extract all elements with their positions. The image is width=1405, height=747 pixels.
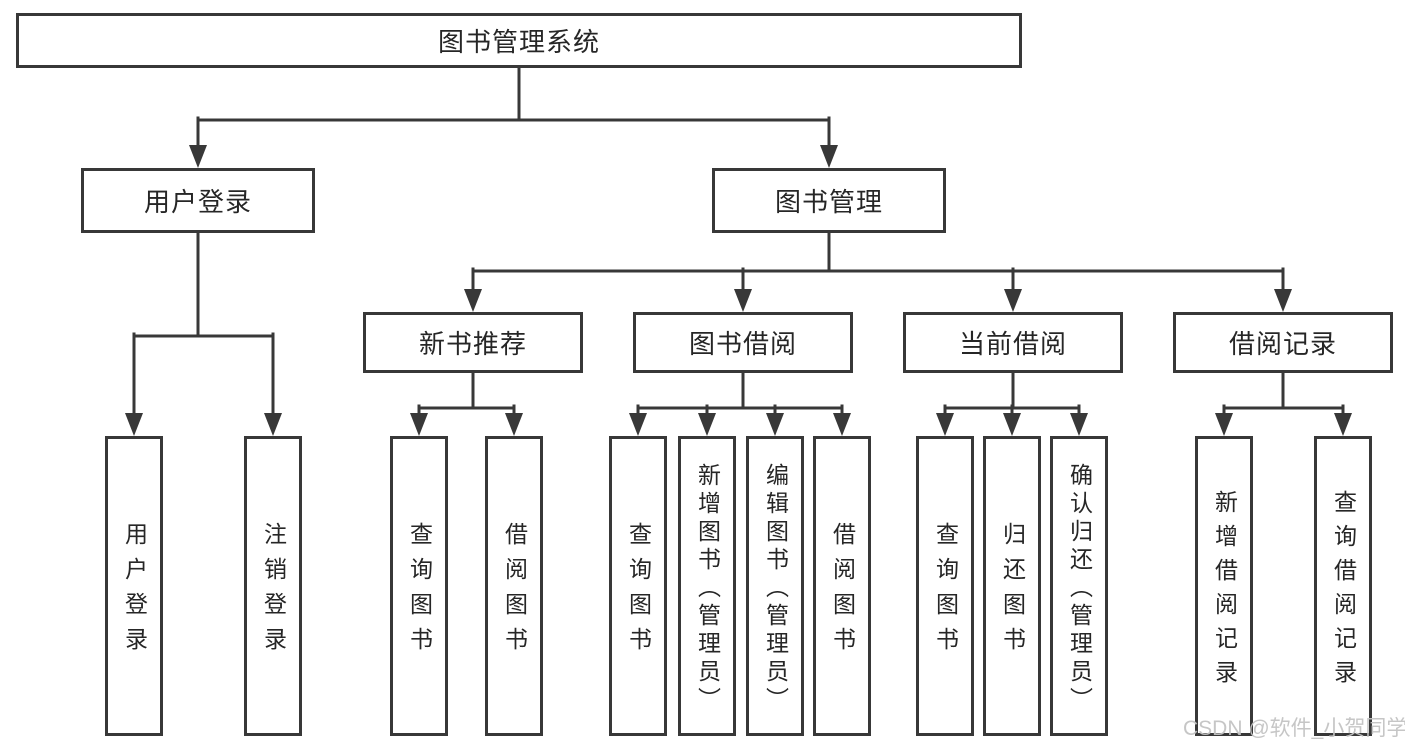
node-label: 图书管理 bbox=[774, 187, 883, 217]
leaf-user-login: 用户登录 bbox=[105, 436, 163, 736]
leaf-logout: 注销登录 bbox=[244, 436, 302, 736]
node-label: 归还图书 bbox=[999, 522, 1026, 662]
node-label: 借阅记录 bbox=[1228, 329, 1337, 359]
node-label: 查询图书 bbox=[625, 522, 652, 662]
leaf-borrow-borrow-books: 借阅图书 bbox=[813, 436, 871, 736]
leaf-records-query-record: 查询借阅记录 bbox=[1314, 436, 1372, 736]
leaf-newbook-borrow-books: 借阅图书 bbox=[485, 436, 543, 736]
node-borrow-records: 借阅记录 bbox=[1173, 312, 1393, 373]
node-label: 借阅图书 bbox=[829, 522, 856, 662]
leaf-current-confirm-return-admin: 确认归还（管理员） bbox=[1050, 436, 1108, 736]
node-book-borrowing: 图书借阅 bbox=[633, 312, 853, 373]
node-label: 用户登录 bbox=[143, 187, 252, 217]
node-label: 新书推荐 bbox=[418, 329, 527, 359]
node-library-management-system: 图书管理系统 bbox=[16, 13, 1022, 68]
node-new-book-recommend: 新书推荐 bbox=[363, 312, 583, 373]
leaf-borrow-edit-books-admin: 编辑图书（管理员） bbox=[746, 436, 804, 736]
node-label: 新增图书（管理员） bbox=[694, 462, 721, 715]
node-current-borrowing: 当前借阅 bbox=[903, 312, 1123, 373]
leaf-borrow-add-books-admin: 新增图书（管理员） bbox=[678, 436, 736, 736]
node-label: 借阅图书 bbox=[501, 522, 528, 662]
node-label: 新增借阅记录 bbox=[1211, 489, 1238, 694]
node-label: 图书管理系统 bbox=[437, 27, 600, 57]
leaf-current-return-books: 归还图书 bbox=[983, 436, 1041, 736]
node-book-management: 图书管理 bbox=[712, 168, 946, 233]
leaf-borrow-query-books: 查询图书 bbox=[609, 436, 667, 736]
node-label: 编辑图书（管理员） bbox=[762, 462, 789, 715]
watermark: CSDN @软件_小贺同学 bbox=[1183, 717, 1405, 740]
arrowheads bbox=[125, 145, 1352, 436]
node-label: 查询借阅记录 bbox=[1330, 489, 1357, 694]
leaf-current-query-books: 查询图书 bbox=[916, 436, 974, 736]
node-label: 查询图书 bbox=[932, 522, 959, 662]
node-label: 注销登录 bbox=[260, 522, 287, 662]
node-label: 当前借阅 bbox=[958, 329, 1067, 359]
node-label: 用户登录 bbox=[121, 522, 148, 662]
leaf-newbook-query-books: 查询图书 bbox=[390, 436, 448, 736]
node-label: 确认归还（管理员） bbox=[1066, 462, 1093, 715]
node-user-login-group: 用户登录 bbox=[81, 168, 315, 233]
node-label: 图书借阅 bbox=[688, 329, 797, 359]
leaf-records-add-record: 新增借阅记录 bbox=[1195, 436, 1253, 736]
node-label: 查询图书 bbox=[406, 522, 433, 662]
